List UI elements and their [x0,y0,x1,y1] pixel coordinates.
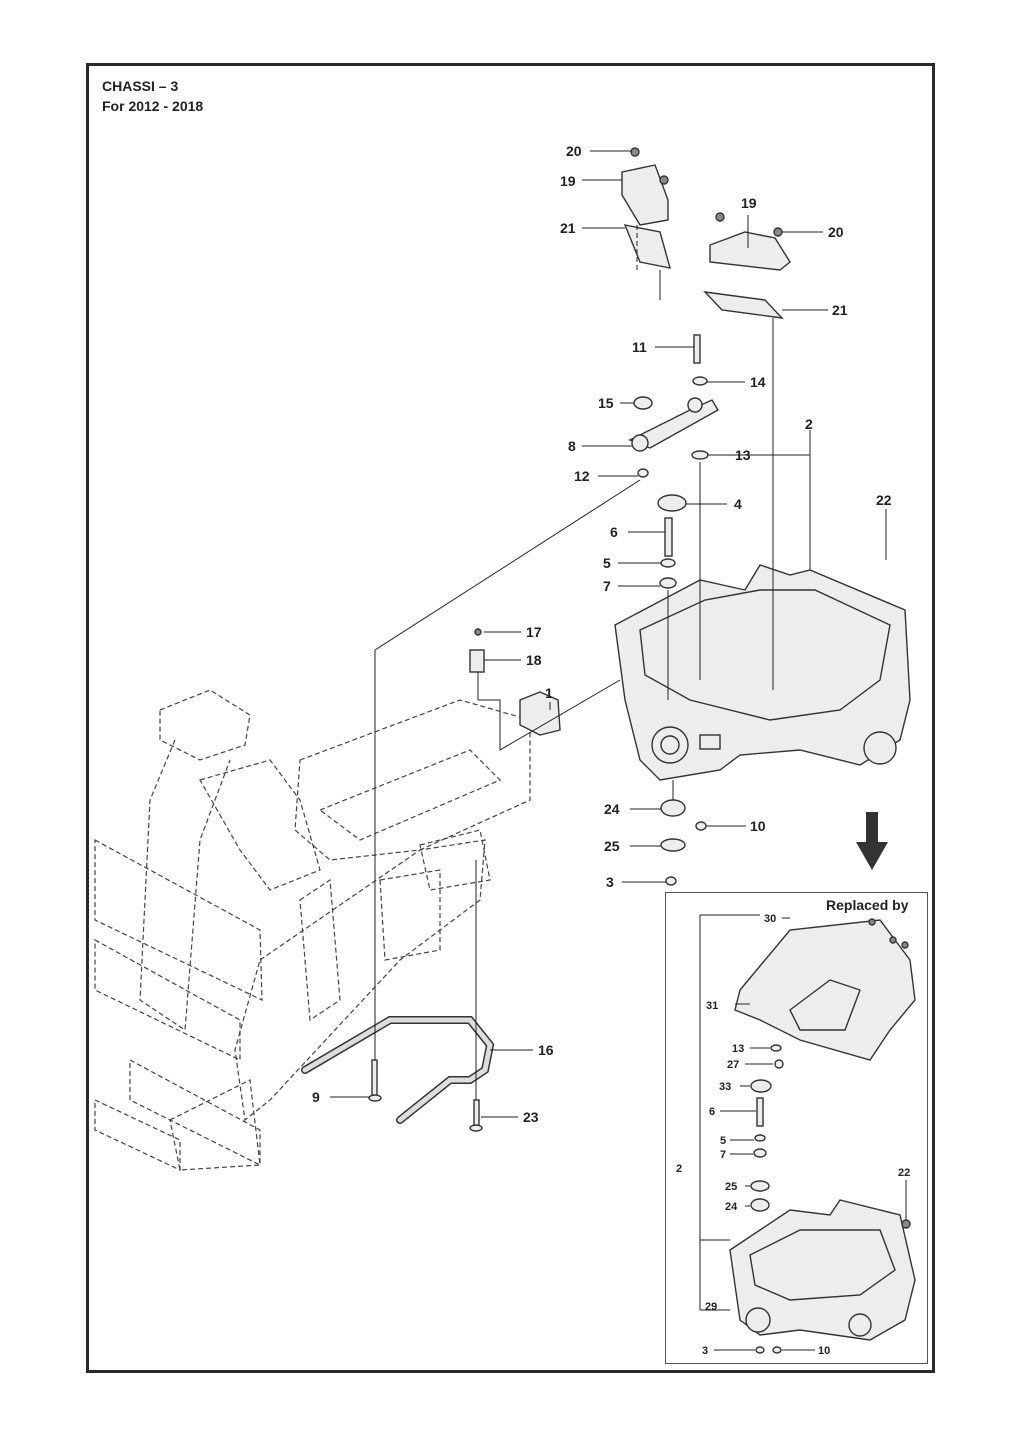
label-3: 3 [606,874,614,890]
cushion-bracket-right [703,212,791,319]
inset-title: Replaced by [826,897,909,913]
label-18: 18 [526,652,542,668]
inset-label-29: 29 [705,1301,717,1313]
diagram-subtitle: For 2012 - 2018 [102,98,204,114]
label-11: 11 [632,339,647,355]
inset-label-24: 24 [725,1201,738,1213]
inset-label-33: 33 [719,1081,731,1093]
inset-label-30: 30 [764,913,776,925]
inset-cover-part [734,918,916,1061]
label-24: 24 [604,801,620,817]
label-21-right: 21 [832,302,848,318]
label-9: 9 [312,1089,320,1105]
tube-and-bolts [301,479,641,1132]
label-16: 16 [538,1042,554,1058]
inset-leader-lines [699,914,907,1351]
inset-label-5: 5 [720,1135,726,1147]
label-20-left: 20 [566,143,582,159]
label-17: 17 [526,624,542,640]
inset-casting [729,1199,916,1341]
label-10: 10 [750,818,766,834]
label-23: 23 [523,1109,539,1125]
label-19-right: 19 [741,195,757,211]
label-22: 22 [876,492,892,508]
label-8: 8 [568,438,576,454]
inset-label-7: 7 [720,1149,726,1161]
label-15: 15 [598,395,614,411]
label-5: 5 [603,555,611,571]
inset-label-31: 31 [706,1000,718,1012]
inset-label-2: 2 [676,1163,682,1175]
inset-label-27: 27 [727,1059,739,1071]
label-7: 7 [603,578,611,594]
bushing-stack [660,780,707,886]
replacement-arrow-icon [856,812,888,870]
replacement-inset-box [665,892,928,1364]
inset-label-13: 13 [732,1043,744,1055]
label-19-left: 19 [560,173,576,189]
label-20-right: 20 [828,224,844,240]
label-2: 2 [805,416,813,432]
diagram-title: CHASSI – 3 [102,78,179,94]
label-1: 1 [545,685,553,701]
chassis-frame-outline [94,689,531,1171]
label-21-left: 21 [560,220,576,236]
label-13: 13 [735,447,751,463]
label-12: 12 [574,468,590,484]
label-14: 14 [750,374,766,390]
label-6: 6 [610,524,618,540]
label-4: 4 [734,496,742,512]
inset-hardware [750,1044,911,1354]
link-arm-assembly [628,318,774,700]
inset-label-6: 6 [709,1106,715,1118]
diagram-frame [86,63,935,1373]
inset-label-25: 25 [725,1181,737,1193]
inset-label-3: 3 [702,1345,708,1357]
chassis-casting [614,564,911,781]
cushion-bracket-left [621,147,671,300]
label-25: 25 [604,838,620,854]
inset-label-10: 10 [818,1345,830,1357]
inset-label-22: 22 [898,1167,910,1179]
leader-lines [330,150,887,1118]
